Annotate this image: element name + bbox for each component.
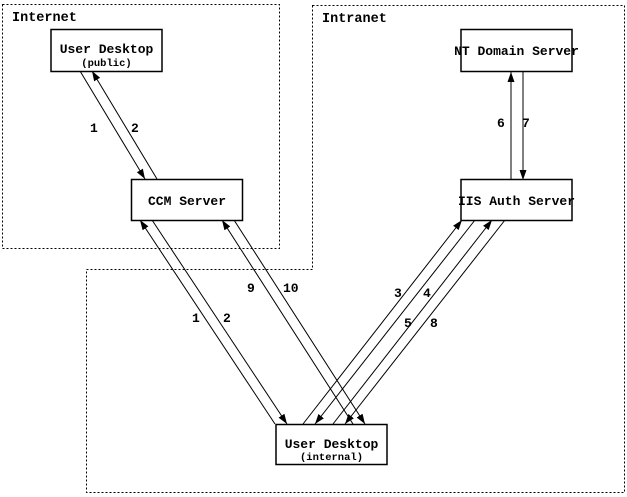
arrow-ccm-to-internal-desktop-10 [233,219,366,425]
arrow-internal-desktop-to-iis-5 [332,219,493,425]
flow-label-5: 5 [404,316,412,331]
flow-label-10: 10 [283,281,299,296]
arrow-internal-desktop-to-ccm [139,219,276,425]
arrow-ccm-to-internal-desktop [151,219,288,425]
internet-region-border [2,4,280,249]
flow-label-1-public: 1 [90,121,98,136]
user-desktop-public-box [50,28,163,73]
ccm-server-box [130,178,244,222]
flow-label-2-public: 2 [131,121,139,136]
flow-label-4: 4 [423,286,431,301]
flow-label-6: 6 [497,116,505,131]
arrow-ccm-to-public-desktop [91,70,158,180]
intranet-region-label: Intranet [322,12,387,27]
ccm-server-title: CCM Server [148,194,226,209]
user-desktop-internal-title: User Desktop [285,437,379,452]
node-ccm-server: CCM Server [130,178,244,222]
iis-auth-server-title: IIS Auth Server [458,194,575,209]
flow-label-3: 3 [394,286,402,301]
user-desktop-internal-box [275,423,388,466]
iis-auth-server-box [460,178,573,222]
arrow-public-desktop-to-ccm [79,70,146,180]
user-desktop-internal-subtitle: (internal) [300,452,363,464]
flow-label-1-internal: 1 [192,311,200,326]
internet-region-label: Internet [12,11,77,26]
node-user-desktop-public: User Desktop (public) [50,28,163,73]
user-desktop-public-subtitle: (public) [81,58,131,70]
arrow-internal-desktop-to-iis-3 [302,219,463,425]
user-desktop-public-title: User Desktop [60,42,154,57]
intranet-region-border [86,5,625,493]
node-iis-auth-server: IIS Auth Server [458,178,575,222]
nt-domain-server-box [460,28,573,73]
arrow-iis-to-internal-desktop-8 [344,219,506,425]
flow-label-9: 9 [247,281,255,296]
flow-label-7: 7 [522,116,530,131]
node-nt-domain-server: NT Domain Server [454,28,579,73]
arrow-internal-desktop-to-ccm-9 [221,219,354,425]
node-user-desktop-internal: User Desktop (internal) [275,423,388,466]
nt-domain-server-title: NT Domain Server [454,44,579,59]
flow-label-8: 8 [430,316,438,331]
flow-label-2-internal: 2 [223,311,231,326]
arrow-iis-to-internal-desktop-4 [314,219,476,425]
